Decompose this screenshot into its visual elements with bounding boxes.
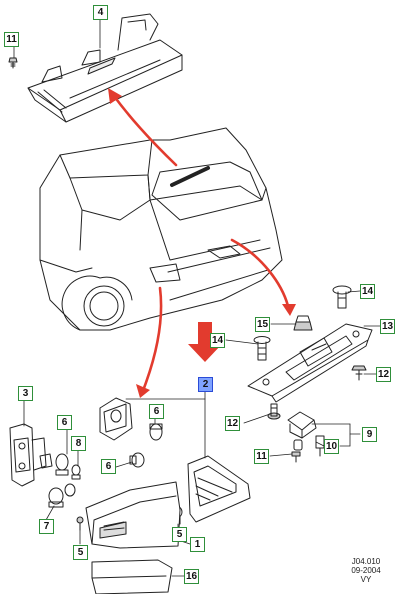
- lamp-holder-inner: [99, 397, 133, 441]
- callout-3: 3: [18, 386, 33, 401]
- number-plate-lamp-bracket: [247, 323, 373, 403]
- bulb-6-middle: [129, 452, 145, 468]
- plate-lamp-holder: [287, 411, 325, 457]
- callout-9: 9: [362, 427, 377, 442]
- callout-6-left: 6: [57, 415, 72, 430]
- rear-lamp-unit: [85, 481, 181, 549]
- reference-date: 09-2004: [351, 566, 381, 575]
- callout-4: 4: [93, 5, 108, 20]
- clip-15: [293, 315, 313, 331]
- vehicle-outline: [39, 127, 283, 331]
- callout-5-right: 5: [172, 527, 187, 542]
- rear-lamp-lens-insert: [187, 455, 251, 523]
- screw-12-middle: [267, 403, 281, 420]
- callout-12-right: 12: [376, 367, 392, 382]
- callout-6-upper: 6: [149, 404, 164, 419]
- screw-14-lower: [253, 336, 271, 361]
- reference-code: J04.010: [351, 557, 381, 566]
- callout-10: 10: [324, 439, 340, 454]
- callout-7: 7: [39, 519, 54, 534]
- screw-14-upper: [332, 285, 352, 309]
- callout-5-left: 5: [73, 545, 88, 560]
- arrow-to-rear-lamp: [142, 286, 163, 390]
- callout-14-upper: 14: [360, 284, 376, 299]
- bulb-6-upper: [149, 423, 163, 441]
- arrowhead-rear-lamp: [136, 384, 150, 398]
- callout-15: 15: [255, 317, 271, 332]
- callout-11: 11: [4, 32, 19, 47]
- callout-13: 13: [380, 319, 396, 334]
- bulb-6-left: [55, 453, 69, 476]
- leader-lines: [13, 17, 381, 577]
- callout-2: 2: [198, 377, 213, 392]
- arrowhead-plate-lamp: [282, 304, 296, 316]
- callout-16: 16: [184, 569, 200, 584]
- red-arrows: [112, 94, 290, 390]
- arrow-to-plate-lamp: [230, 238, 290, 308]
- screw-top-left: [8, 57, 18, 69]
- diagram-reference: J04.010 09-2004 VY: [344, 557, 388, 584]
- screw-12-right: [351, 365, 367, 381]
- bulb-holder-plate: [9, 423, 53, 487]
- big-red-pointer-arrow: [188, 322, 222, 362]
- high-mounted-stop-lamp: [27, 13, 183, 123]
- arrowhead-stop-lamp: [108, 88, 122, 104]
- callout-11-lower: 11: [254, 449, 269, 464]
- bulb-8: [71, 464, 81, 480]
- screw-11-lower: [291, 451, 301, 463]
- reference-model: VY: [360, 575, 372, 584]
- callout-8: 8: [71, 436, 86, 451]
- bulb-7: [48, 483, 76, 508]
- screw-5-left: [76, 516, 84, 531]
- lamp-cover-panel: [91, 559, 173, 594]
- callout-12-middle: 12: [225, 416, 241, 431]
- callout-14-lower: 14: [210, 333, 226, 348]
- arrow-to-stop-lamp: [112, 94, 178, 167]
- callout-6-middle: 6: [101, 459, 116, 474]
- callout-1: 1: [190, 537, 205, 552]
